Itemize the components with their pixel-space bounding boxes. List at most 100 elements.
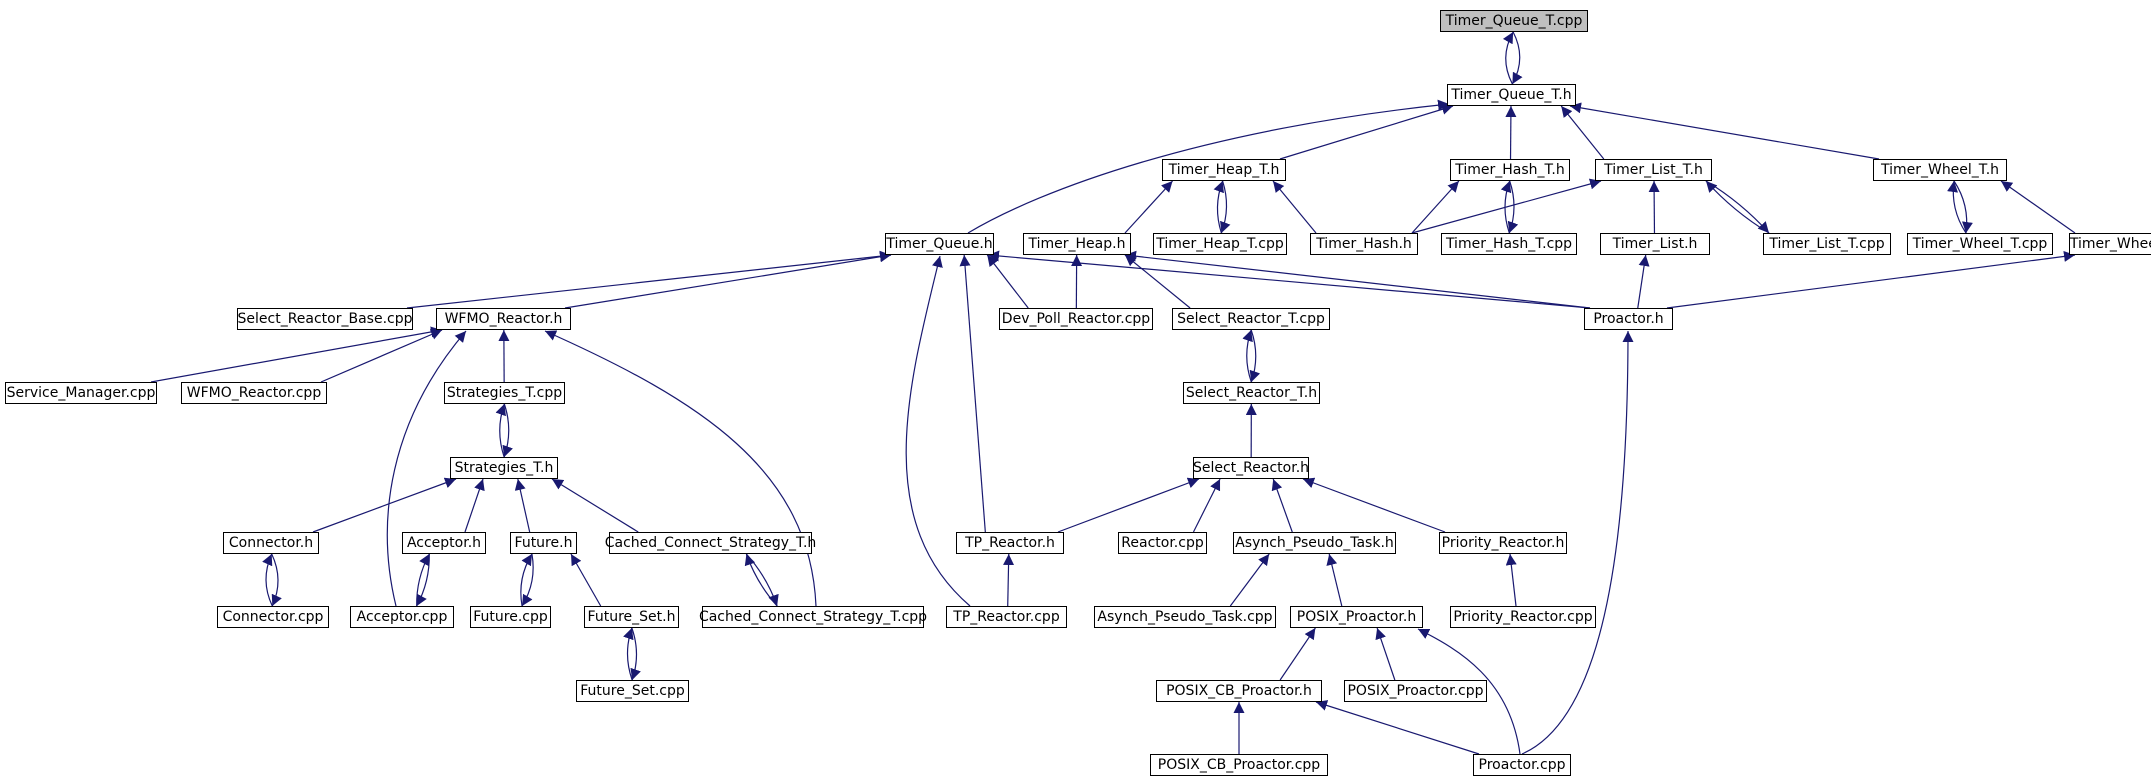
edge-proactor_h-to-timer_wheel_h xyxy=(1666,250,2076,309)
node-asynch-pseudo-task-cpp[interactable]: Asynch_Pseudo_Task.cpp xyxy=(1094,606,1276,628)
edge-posix_cb_proactor_h-to-posix_proactor_h xyxy=(1279,627,1316,681)
node-priority-reactor-cpp[interactable]: Priority_Reactor.cpp xyxy=(1450,606,1596,628)
edge-proactor_h-to-timer_heap_h xyxy=(1124,250,1591,309)
node-future-cpp[interactable]: Future.cpp xyxy=(470,606,551,628)
node-timer-hash-t-h[interactable]: Timer_Hash_T.h xyxy=(1450,159,1570,181)
edge-cached_connect_strategy_t_cpp-to-wfmo_reactor_h xyxy=(544,330,817,607)
edge-timer_list_t_h-to-timer_queue_t_h xyxy=(1560,105,1605,160)
edge-select_reactor_t_cpp-to-select_reactor_t_h xyxy=(1249,329,1261,383)
node-acceptor-h[interactable]: Acceptor.h xyxy=(402,532,486,554)
edge-acceptor_h-to-acceptor_cpp xyxy=(416,553,430,607)
node-wfmo-reactor-h[interactable]: WFMO_Reactor.h xyxy=(436,308,571,330)
node-tp-reactor-h[interactable]: TP_Reactor.h xyxy=(956,532,1064,554)
node-timer-heap-t-h[interactable]: Timer_Heap_T.h xyxy=(1162,159,1286,181)
edge-posix_proactor_h-to-asynch_pseudo_task_h xyxy=(1326,553,1343,607)
node-timer-wheel-t-cpp[interactable]: Timer_Wheel_T.cpp xyxy=(1907,233,2053,255)
node-select-reactor-h[interactable]: Select_Reactor.h xyxy=(1193,457,1309,479)
edge-wfmo_reactor_h-to-timer_queue_h xyxy=(564,251,892,309)
node-connector-cpp[interactable]: Connector.cpp xyxy=(217,606,329,628)
edge-timer_wheel_h-to-timer_wheel_t_h xyxy=(2000,180,2076,234)
node-future-set-h[interactable]: Future_Set.h xyxy=(584,606,679,628)
edge-timer_hash_h-to-timer_list_t_h xyxy=(1411,178,1602,234)
node-timer-queue-t-cpp: Timer_Queue_T.cpp xyxy=(1440,10,1588,32)
edge-connector_cpp-to-connector_h xyxy=(262,553,273,607)
node-select-reactor-t-h[interactable]: Select_Reactor_T.h xyxy=(1183,382,1320,404)
node-timer-queue-t-h[interactable]: Timer_Queue_T.h xyxy=(1447,84,1576,106)
edge-priority_reactor_cpp-to-priority_reactor_h xyxy=(1505,553,1517,607)
node-proactor-cpp[interactable]: Proactor.cpp xyxy=(1473,754,1571,776)
edge-future_h-to-strategies_t_h xyxy=(514,478,531,533)
edge-timer_hash_h-to-timer_hash_t_h xyxy=(1411,180,1460,234)
node-cached-connect-strategy-t-h[interactable]: Cached_Connect_Strategy_T.h xyxy=(605,532,816,554)
node-timer-hash-t-cpp[interactable]: Timer_Hash_T.cpp xyxy=(1441,233,1577,255)
edge-tp_reactor_cpp-to-tp_reactor_h xyxy=(1003,553,1015,607)
node-timer-list-t-cpp[interactable]: Timer_List_T.cpp xyxy=(1763,233,1891,255)
node-timer-heap-h[interactable]: Timer_Heap.h xyxy=(1023,233,1131,255)
edge-future_set_cpp-to-future_set_h xyxy=(623,627,634,681)
node-strategies-t-cpp[interactable]: Strategies_T.cpp xyxy=(444,382,565,404)
edge-service_manager_cpp-to-wfmo_reactor_h xyxy=(150,326,443,383)
node-timer-hash-h[interactable]: Timer_Hash.h xyxy=(1310,233,1418,255)
edge-wfmo_reactor_cpp-to-wfmo_reactor_h xyxy=(320,329,443,383)
edge-proactor_h-to-timer_queue_h xyxy=(987,250,1591,309)
node-timer-queue-h[interactable]: Timer_Queue.h xyxy=(885,233,994,255)
edge-connector_h-to-connector_cpp xyxy=(271,553,282,607)
edge-timer_queue_h-to-timer_queue_t_h xyxy=(967,99,1450,234)
edge-tp_reactor_h-to-select_reactor_h xyxy=(1057,477,1200,533)
edge-cached_connect_strategy_t_h-to-cached_connect_strategy_t_cpp xyxy=(745,553,779,607)
node-posix-cb-proactor-h[interactable]: POSIX_CB_Proactor.h xyxy=(1156,680,1322,702)
node-posix-proactor-cpp[interactable]: POSIX_Proactor.cpp xyxy=(1344,680,1487,702)
edge-tp_reactor_h-to-timer_queue_h xyxy=(959,254,986,533)
edge-timer_list_t_h-to-timer_list_t_cpp xyxy=(1705,180,1770,234)
node-timer-heap-t-cpp[interactable]: Timer_Heap_T.cpp xyxy=(1153,233,1287,255)
edge-timer_heap_h-to-timer_heap_t_h xyxy=(1124,180,1173,234)
edge-posix_proactor_cpp-to-posix_proactor_h xyxy=(1375,627,1396,681)
edge-future_set_h-to-future_h xyxy=(570,553,602,607)
edge-timer_wheel_t_h-to-timer_wheel_t_cpp xyxy=(1953,180,1973,234)
edge-strategies_t_h-to-strategies_t_cpp xyxy=(495,403,506,458)
node-timer-wheel-t-h[interactable]: Timer_Wheel_T.h xyxy=(1873,159,2007,181)
node-proactor-h[interactable]: Proactor.h xyxy=(1584,308,1673,330)
edge-timer_heap_t_h-to-timer_heap_t_cpp xyxy=(1220,180,1231,234)
node-service-manager-cpp[interactable]: Service_Manager.cpp xyxy=(5,382,157,404)
node-dev-poll-reactor-cpp[interactable]: Dev_Poll_Reactor.cpp xyxy=(999,308,1153,330)
edge-timer_heap_t_h-to-timer_queue_t_h xyxy=(1279,103,1454,160)
node-select-reactor-t-cpp[interactable]: Select_Reactor_T.cpp xyxy=(1172,308,1330,330)
edge-tp_reactor_cpp-to-timer_queue_h xyxy=(905,255,971,607)
edge-asynch_pseudo_task_h-to-select_reactor_h xyxy=(1271,478,1293,533)
node-reactor-cpp[interactable]: Reactor.cpp xyxy=(1118,532,1207,554)
node-future-set-cpp[interactable]: Future_Set.cpp xyxy=(576,680,689,702)
edge-timer_list_t_cpp-to-timer_list_t_h xyxy=(1705,180,1770,234)
node-strategies-t-h[interactable]: Strategies_T.h xyxy=(450,457,558,479)
edge-dev_poll_reactor_cpp-to-timer_queue_h xyxy=(986,254,1029,309)
edge-select_reactor_t_h-to-select_reactor_t_cpp xyxy=(1242,329,1253,383)
edge-reactor_cpp-to-select_reactor_h xyxy=(1192,478,1221,533)
edge-proactor_cpp-to-posix_proactor_h xyxy=(1417,628,1521,755)
node-connector-h[interactable]: Connector.h xyxy=(223,532,319,554)
edge-strategies_t_cpp-to-strategies_t_h xyxy=(502,403,513,458)
edge-timer_queue_t_h-to-timer_queue_t_cpp xyxy=(1502,31,1514,85)
edge-timer_hash_h-to-timer_heap_t_h xyxy=(1272,180,1317,234)
node-timer-wheel-h[interactable]: Timer_Wheel.h xyxy=(2069,233,2151,255)
node-timer-list-h[interactable]: Timer_List.h xyxy=(1600,233,1710,255)
node-posix-proactor-h[interactable]: POSIX_Proactor.h xyxy=(1290,606,1423,628)
node-priority-reactor-h[interactable]: Priority_Reactor.h xyxy=(1439,532,1567,554)
edge-connector_h-to-strategies_t_h xyxy=(312,477,457,533)
node-acceptor-cpp[interactable]: Acceptor.cpp xyxy=(350,606,454,628)
edge-select_reactor_t_cpp-to-timer_heap_h xyxy=(1124,254,1191,309)
node-tp-reactor-cpp[interactable]: TP_Reactor.cpp xyxy=(946,606,1067,628)
edge-future_set_h-to-future_set_cpp xyxy=(630,627,641,681)
edge-select_reactor_base_cpp-to-timer_queue_h xyxy=(406,250,892,309)
node-posix-cb-proactor-cpp[interactable]: POSIX_CB_Proactor.cpp xyxy=(1150,754,1328,776)
edge-cached_connect_strategy_t_cpp-to-cached_connect_strategy_t_h xyxy=(744,553,778,607)
edge-cached_connect_strategy_t_h-to-strategies_t_h xyxy=(551,478,639,533)
node-select-reactor-base-cpp[interactable]: Select_Reactor_Base.cpp xyxy=(237,308,413,330)
node-cached-connect-strategy-t-cpp[interactable]: Cached_Connect_Strategy_T.cpp xyxy=(699,606,927,628)
node-wfmo-reactor-cpp[interactable]: WFMO_Reactor.cpp xyxy=(181,382,327,404)
edge-timer_wheel_t_cpp-to-timer_wheel_t_h xyxy=(1947,180,1967,234)
node-timer-list-t-h[interactable]: Timer_List_T.h xyxy=(1595,159,1712,181)
node-asynch-pseudo-task-h[interactable]: Asynch_Pseudo_Task.h xyxy=(1233,532,1396,554)
node-future-h[interactable]: Future.h xyxy=(510,532,577,554)
